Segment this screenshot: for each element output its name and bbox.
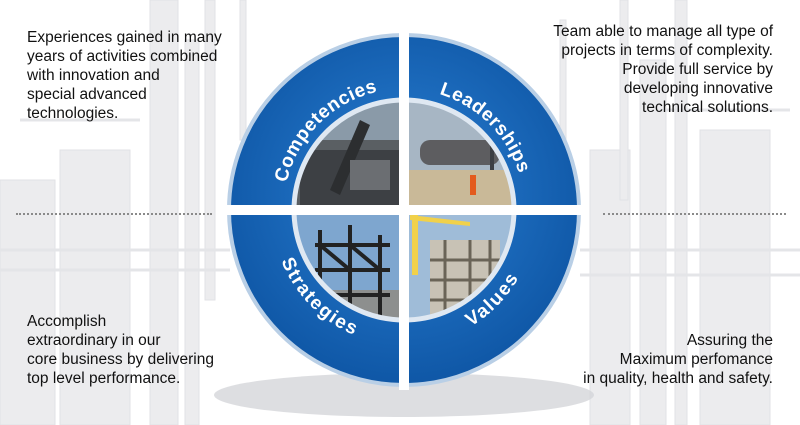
text-line: Assuring the (686, 332, 773, 349)
text-line: Maximum perfomance (619, 351, 773, 368)
text-values: Assuring the Maximum perfomance in quali… (583, 331, 773, 388)
divider-horizontal (224, 205, 584, 215)
divider-dotted-left (16, 213, 212, 215)
text-competencies: Experiences gained in many years of acti… (27, 28, 222, 123)
text-line: with innovation and (27, 67, 160, 84)
text-line: extraordinary in our (27, 332, 161, 349)
text-line: years of activities combined (27, 48, 218, 65)
text-leaderships: Team able to manage all type of projects… (553, 22, 773, 117)
text-line: developing innovative (623, 80, 773, 97)
text-line: technical solutions. (642, 99, 773, 116)
text-line: projects in terms of complexity. (561, 42, 773, 59)
text-strategies: Accomplish extraordinary in our core bus… (27, 312, 214, 388)
text-line: Provide full service by (622, 61, 773, 78)
text-line: special advanced (27, 86, 147, 103)
text-line: in quality, health and safety. (583, 370, 773, 387)
text-line: technologies. (27, 105, 119, 122)
text-line: Team able to manage all type of (553, 23, 773, 40)
text-line: Experiences gained in many (27, 29, 222, 46)
text-line: core business by delivering (27, 351, 214, 368)
text-line: Accomplish (27, 313, 107, 330)
text-line: top level performance. (27, 370, 181, 387)
divider-dotted-right (603, 213, 786, 215)
